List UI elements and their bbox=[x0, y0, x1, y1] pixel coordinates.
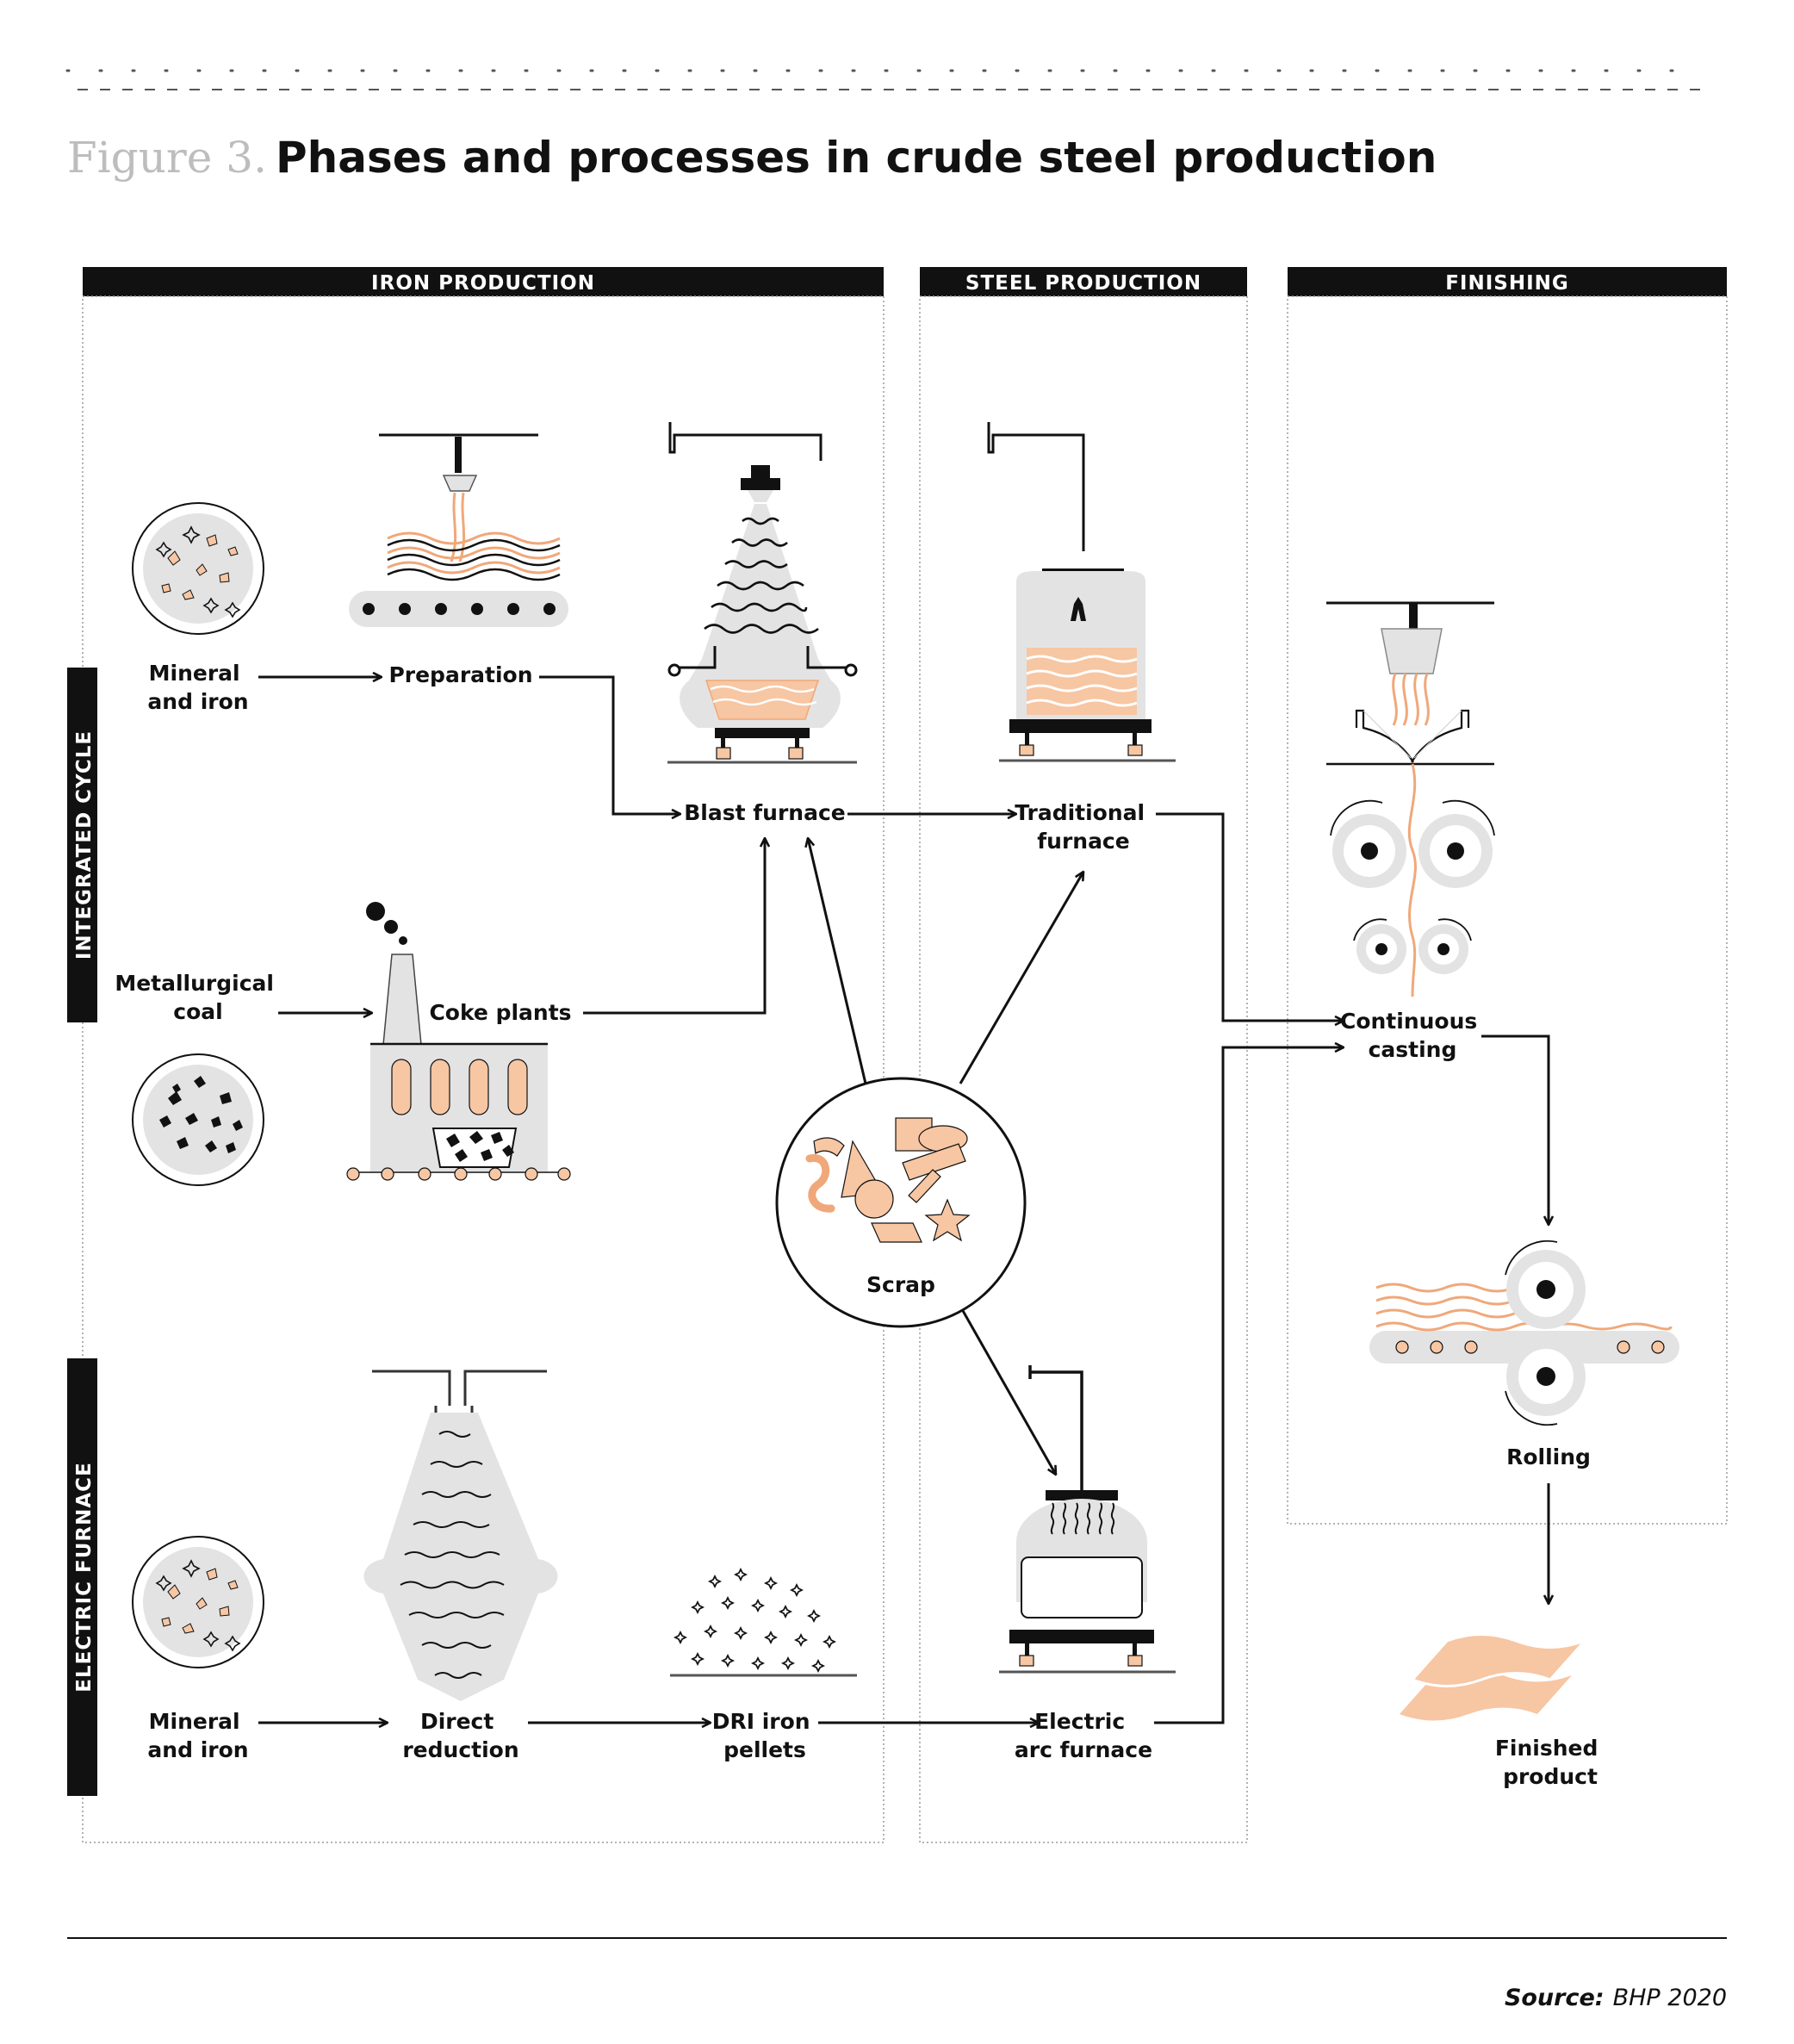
scrap-pile-icon bbox=[775, 1077, 1027, 1328]
iron-production-header: IRON PRODUCTION bbox=[371, 272, 595, 295]
dri-pellets-line1: DRI iron bbox=[712, 1709, 810, 1734]
finished-product-line2: product bbox=[1503, 1764, 1598, 1789]
continuous-casting-icon bbox=[1326, 601, 1495, 997]
arrow-preparation-to-blast-furnace bbox=[539, 675, 680, 814]
finished-product-line1: Finished bbox=[1495, 1736, 1598, 1761]
mineral-ore-dish-bottom-icon bbox=[132, 1536, 264, 1668]
preparation-conveyor-icon bbox=[349, 433, 568, 627]
continuous-casting-label: Continuous casting bbox=[1340, 1009, 1485, 1062]
finishing-header-bar bbox=[1288, 267, 1727, 296]
mineral-ore-dish-icon bbox=[132, 502, 264, 635]
dri-pellets-label: DRI iron pellets bbox=[712, 1709, 818, 1762]
arrow-eaf-to-casting bbox=[1154, 1047, 1344, 1724]
source-value: BHP 2020 bbox=[1613, 1985, 1727, 2011]
traditional-furnace-line2: furnace bbox=[1037, 829, 1129, 854]
arrow-scrap-to-electric-arc bbox=[960, 1308, 1056, 1475]
arrow-scrap-to-traditional bbox=[959, 872, 1083, 1084]
mineral-and-iron-top-line1: Mineral bbox=[149, 661, 240, 686]
mineral-and-iron-top-line2: and iron bbox=[147, 689, 248, 714]
page-title: Phases and processes in crude steel prod… bbox=[276, 133, 1437, 183]
traditional-furnace-label: Traditional furnace bbox=[1015, 800, 1152, 854]
blast-furnace-label: Blast furnace bbox=[684, 800, 845, 825]
rolling-label: Rolling bbox=[1506, 1444, 1591, 1469]
mineral-and-iron-bottom-line1: Mineral bbox=[149, 1709, 240, 1734]
electric-arc-furnace-label: Electric arc furnace bbox=[1015, 1709, 1152, 1762]
direct-reduction-label: Direct reduction bbox=[402, 1709, 518, 1762]
blast-furnace-icon bbox=[667, 422, 858, 764]
steel-production-panel bbox=[919, 295, 1248, 1843]
source-note: Source: BHP 2020 bbox=[1505, 1985, 1727, 2011]
traditional-furnace-line1: Traditional bbox=[1015, 800, 1145, 825]
iron-production-header-bar bbox=[83, 267, 884, 296]
rolling-mill-icon bbox=[1369, 1239, 1679, 1426]
figure-number: Figure 3. bbox=[67, 133, 267, 183]
direct-reduction-line1: Direct bbox=[420, 1709, 494, 1734]
integrated-cycle-label: INTEGRATED CYCLE bbox=[73, 730, 96, 960]
direct-reduction-shaft-icon bbox=[363, 1370, 558, 1701]
finishing-panel bbox=[1287, 295, 1728, 1525]
electric-arc-furnace-line1: Electric bbox=[1034, 1709, 1125, 1734]
coke-plant-icon bbox=[346, 902, 571, 1181]
steel-production-header-bar bbox=[920, 267, 1247, 296]
traditional-furnace-icon bbox=[987, 422, 1176, 762]
preparation-label: Preparation bbox=[388, 662, 532, 687]
direct-reduction-line2: reduction bbox=[402, 1737, 518, 1762]
dri-pellets-pile-icon bbox=[670, 1567, 857, 1677]
electric-furnace-bar bbox=[67, 1358, 97, 1796]
mineral-and-iron-top-label: Mineral and iron bbox=[147, 661, 248, 714]
arrow-casting-to-rolling bbox=[1481, 1034, 1549, 1225]
coke-plants-label: Coke plants bbox=[429, 1000, 571, 1025]
integrated-cycle-bar bbox=[67, 668, 97, 1022]
scrap-label: Scrap bbox=[866, 1272, 935, 1297]
electric-furnace-label: ELECTRIC FURNACE bbox=[73, 1462, 96, 1693]
electric-arc-furnace-line2: arc furnace bbox=[1015, 1737, 1152, 1762]
finishing-header: FINISHING bbox=[1445, 272, 1569, 295]
iron-production-panel bbox=[82, 295, 885, 1843]
dri-pellets-line2: pellets bbox=[723, 1737, 806, 1762]
finished-product-icon bbox=[1400, 1633, 1586, 1721]
mineral-and-iron-bottom-line2: and iron bbox=[147, 1737, 248, 1762]
electric-arc-furnace-icon bbox=[999, 1365, 1176, 1674]
metallurgical-coal-label: Metallurgical coal bbox=[115, 971, 281, 1024]
metallurgical-coal-line1: Metallurgical bbox=[115, 971, 274, 996]
mineral-and-iron-bottom-label: Mineral and iron bbox=[147, 1709, 248, 1762]
source-label: Source: bbox=[1505, 1985, 1605, 2011]
continuous-casting-line2: casting bbox=[1369, 1037, 1457, 1062]
metallurgical-coal-line2: coal bbox=[173, 999, 222, 1024]
steel-production-header: STEEL PRODUCTION bbox=[965, 272, 1201, 295]
finished-product-label: Finished product bbox=[1495, 1736, 1605, 1789]
arrow-traditional-to-casting bbox=[1156, 812, 1344, 1021]
continuous-casting-line1: Continuous bbox=[1340, 1009, 1477, 1034]
arrow-coke-to-blast-furnace bbox=[583, 838, 765, 1015]
arrow-scrap-to-blast-furnace bbox=[808, 838, 867, 1084]
top-decorative-rule bbox=[65, 69, 1705, 90]
coal-dish-icon bbox=[132, 1053, 264, 1186]
